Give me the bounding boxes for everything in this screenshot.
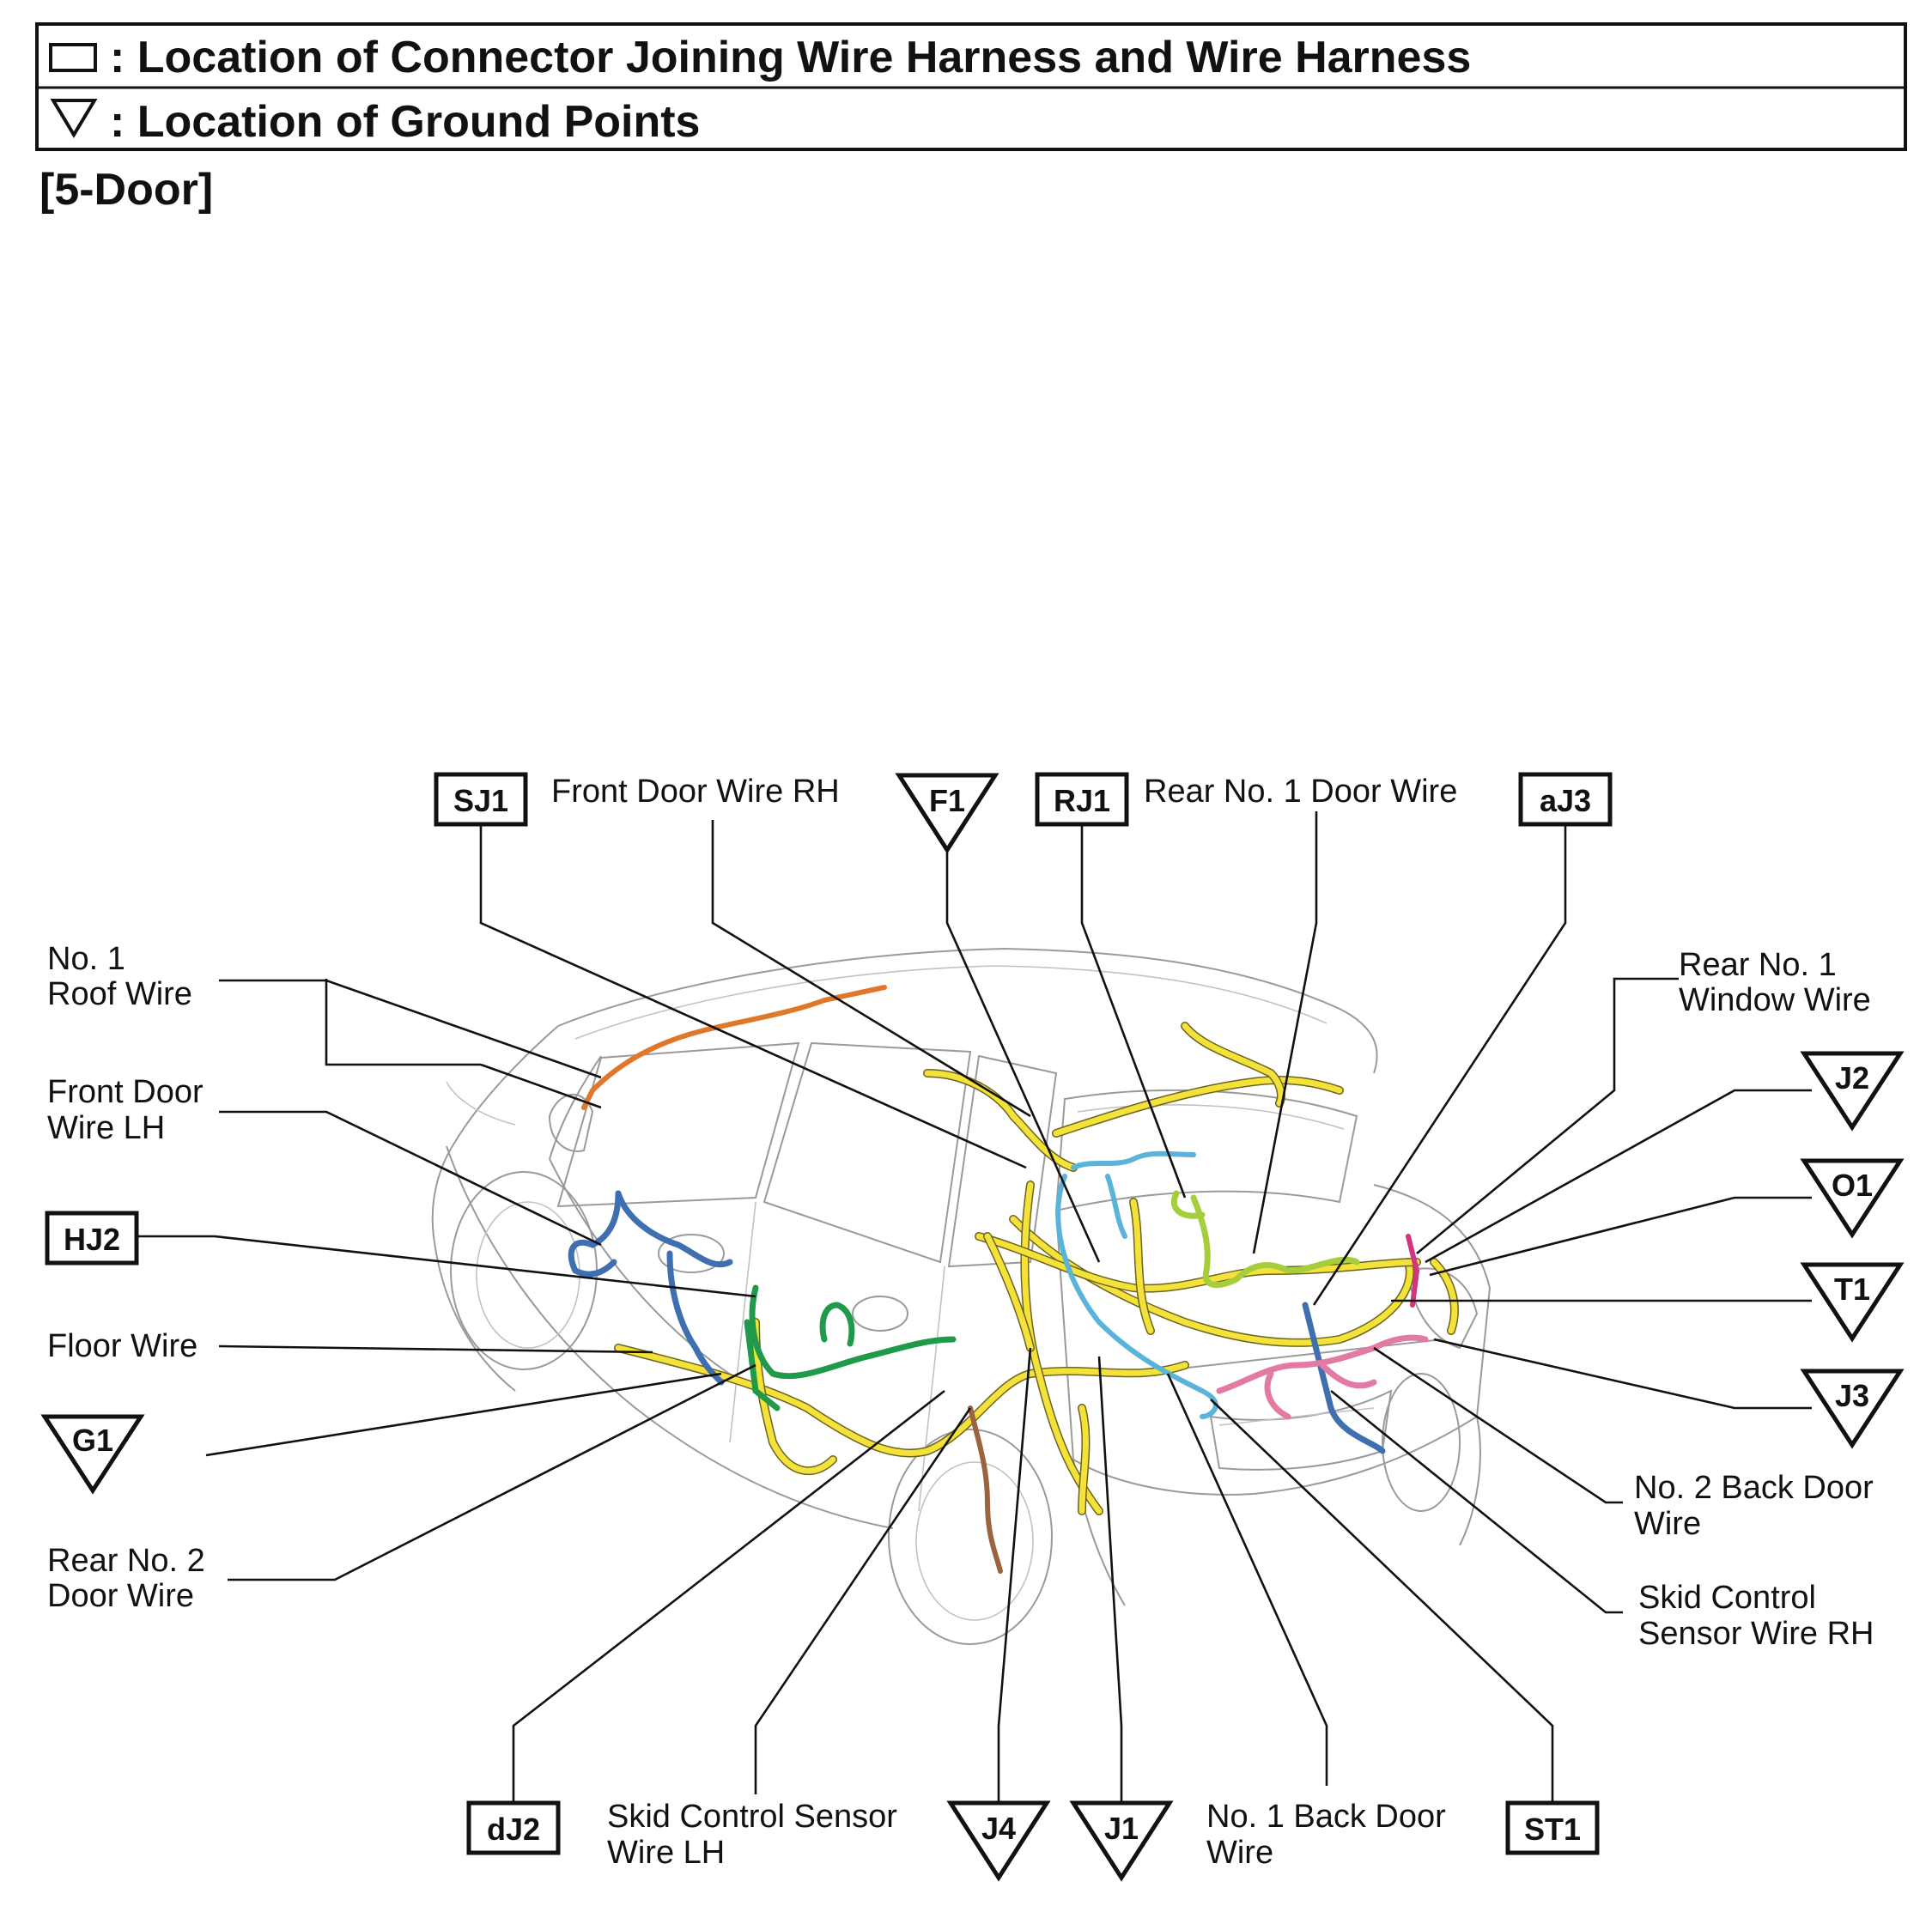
ground-J3-label: J3 bbox=[1835, 1378, 1869, 1413]
label-rear-no1-window-wire-line2: Window Wire bbox=[1679, 982, 1871, 1018]
connector-aJ3[interactable]: aJ3 bbox=[1518, 772, 1613, 827]
ground-J2-label: J2 bbox=[1835, 1060, 1869, 1096]
connector-RJ1-label: RJ1 bbox=[1054, 783, 1110, 818]
variant-label: [5-Door] bbox=[39, 165, 213, 215]
ground-J1[interactable]: J1 bbox=[1069, 1800, 1174, 1882]
label-no1-roof-wire-line2: Roof Wire bbox=[47, 976, 192, 1012]
leader-lines bbox=[137, 811, 1812, 1816]
no1-roof-harness bbox=[590, 985, 887, 1093]
connector-SJ1[interactable]: SJ1 bbox=[434, 772, 528, 827]
label-floor-wire: Floor Wire bbox=[47, 1328, 197, 1364]
label-skid-control-lh-line1: Skid Control Sensor bbox=[607, 1799, 897, 1835]
no1-back-door-harness bbox=[1302, 1302, 1386, 1454]
label-front-door-wire-lh-line1: Front Door bbox=[47, 1074, 204, 1110]
ground-J1-label: J1 bbox=[1104, 1811, 1139, 1846]
label-rear-no2-door-wire-line2: Door Wire bbox=[47, 1578, 194, 1614]
label-skid-control-rh-line1: Skid Control bbox=[1638, 1580, 1816, 1616]
label-skid-control-rh-line2: Sensor Wire RH bbox=[1638, 1616, 1874, 1652]
ground-J4-label: J4 bbox=[981, 1811, 1016, 1846]
connector-ST1-label: ST1 bbox=[1524, 1812, 1581, 1847]
connector-RJ1[interactable]: RJ1 bbox=[1035, 772, 1129, 827]
connector-aJ3-label: aJ3 bbox=[1540, 783, 1591, 818]
skid-control-lh-harness bbox=[968, 1405, 1003, 1574]
label-no1-back-door-wire-line1: No. 1 Back Door bbox=[1206, 1799, 1446, 1835]
connector-HJ2-label: HJ2 bbox=[64, 1222, 120, 1257]
ground-O1-label: O1 bbox=[1832, 1168, 1873, 1203]
ground-J4[interactable]: J4 bbox=[946, 1800, 1051, 1882]
label-front-door-wire-rh: Front Door Wire RH bbox=[551, 774, 840, 810]
label-no1-back-door-wire-line2: Wire bbox=[1206, 1835, 1273, 1871]
ground-G1[interactable]: G1 bbox=[40, 1414, 145, 1495]
connector-legend-icon bbox=[49, 43, 97, 72]
label-rear-no2-door-wire-line1: Rear No. 2 bbox=[47, 1543, 205, 1579]
label-no2-back-door-wire-line2: Wire bbox=[1634, 1506, 1701, 1542]
label-front-door-wire-lh-line2: Wire LH bbox=[47, 1110, 165, 1146]
ground-legend-text: : Location of Ground Points bbox=[110, 97, 700, 147]
wire-harnesses bbox=[568, 985, 1459, 1574]
label-skid-control-lh-line2: Wire LH bbox=[607, 1835, 725, 1871]
ground-G1-label: G1 bbox=[72, 1423, 113, 1458]
ground-T1[interactable]: T1 bbox=[1800, 1262, 1905, 1343]
connector-HJ2[interactable]: HJ2 bbox=[45, 1211, 139, 1266]
connector-dJ2[interactable]: dJ2 bbox=[466, 1800, 561, 1855]
label-no1-roof-wire-line1: No. 1 bbox=[47, 941, 125, 977]
ground-legend-icon bbox=[50, 99, 98, 138]
label-rear-no1-window-wire-line1: Rear No. 1 bbox=[1679, 947, 1837, 983]
floor-harness bbox=[615, 1344, 1188, 1457]
ground-J2[interactable]: J2 bbox=[1800, 1051, 1905, 1132]
connector-dJ2-label: dJ2 bbox=[487, 1812, 540, 1847]
connector-ST1[interactable]: ST1 bbox=[1505, 1800, 1600, 1855]
vehicle-outline bbox=[431, 947, 1492, 1645]
ground-F1-label: F1 bbox=[929, 783, 965, 818]
rear-no2-door-harness bbox=[749, 1284, 957, 1380]
no2-back-door-harness bbox=[1216, 1334, 1429, 1394]
connector-SJ1-label: SJ1 bbox=[453, 783, 508, 818]
ground-F1[interactable]: F1 bbox=[895, 773, 999, 854]
connector-legend-text: : Location of Connector Joining Wire Har… bbox=[110, 33, 1471, 82]
ground-O1[interactable]: O1 bbox=[1800, 1158, 1905, 1239]
ground-T1-label: T1 bbox=[1834, 1272, 1870, 1307]
label-rear-no1-door-wire: Rear No. 1 Door Wire bbox=[1144, 774, 1457, 810]
label-no2-back-door-wire-line1: No. 2 Back Door bbox=[1634, 1470, 1874, 1506]
rear-no1-door-harness bbox=[1190, 1194, 1360, 1289]
front-door-lh-harness bbox=[568, 1190, 622, 1278]
legend: : Location of Connector Joining Wire Har… bbox=[35, 22, 1907, 151]
ground-J3[interactable]: J3 bbox=[1800, 1369, 1905, 1449]
